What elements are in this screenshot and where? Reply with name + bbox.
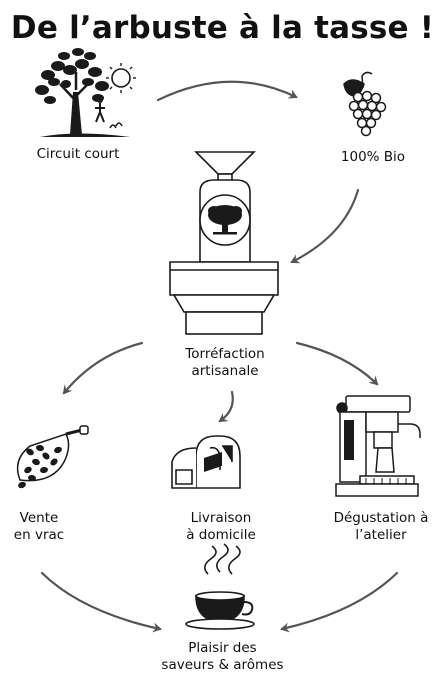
step-bio-label: 100% Bio xyxy=(340,149,406,165)
arrow-vente-to-plaisir xyxy=(40,571,162,633)
step-degustation-label: Dégustation à l’atelier xyxy=(322,510,440,544)
step-plaisir-line1: Plaisir des xyxy=(188,640,257,656)
step-livraison-label: Livraison à domicile xyxy=(166,510,276,544)
arrow-degustation-to-plaisir xyxy=(280,571,399,633)
arrow-roaster-to-vente xyxy=(62,341,144,395)
mailbox-icon xyxy=(171,435,241,489)
step-livraison-line1: Livraison xyxy=(190,510,252,526)
step-torrefaction-line2: artisanale xyxy=(191,363,259,379)
step-plaisir-label: Plaisir des saveurs & arômes xyxy=(150,640,295,674)
arrow-circuit-to-bio xyxy=(156,80,298,102)
arrow-bio-to-roaster xyxy=(290,188,360,264)
step-degustation-line1: Dégustation à xyxy=(333,510,429,526)
espresso-machine-icon xyxy=(335,395,421,497)
tree-sun-icon xyxy=(35,48,136,137)
step-degustation-line2: l’atelier xyxy=(355,527,407,543)
page-title: De l’arbuste à la tasse ! xyxy=(10,10,435,46)
step-vente-line2: en vrac xyxy=(13,527,65,543)
grapes-icon xyxy=(343,71,387,137)
step-vente-line1: Vente xyxy=(19,510,59,526)
step-plaisir-line2: saveurs & arômes xyxy=(161,657,284,673)
arrow-roaster-to-degustation xyxy=(295,341,379,386)
step-livraison-line2: à domicile xyxy=(186,527,256,543)
step-vente-label: Vente en vrac xyxy=(4,510,74,544)
step-circuit-court-label: Circuit court xyxy=(36,146,120,162)
step-torrefaction-line1: Torréfaction xyxy=(185,346,265,362)
coffee-scoop-icon xyxy=(16,425,89,489)
coffee-cup-icon xyxy=(185,543,255,630)
coffee-roaster-icon xyxy=(169,151,279,335)
arrow-roaster-to-livraison xyxy=(218,390,234,423)
step-torrefaction-label: Torréfaction artisanale xyxy=(160,346,290,380)
